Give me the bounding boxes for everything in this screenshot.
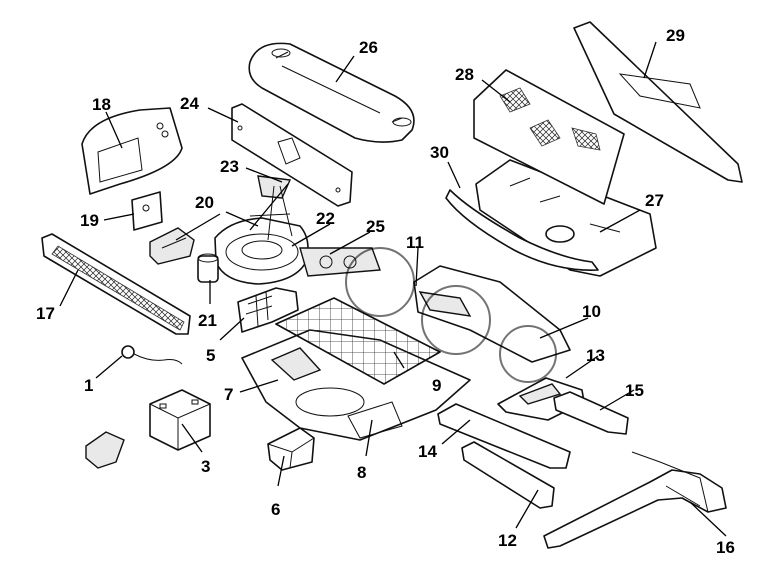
callout-18: 18 — [92, 95, 111, 114]
callout-28: 28 — [455, 65, 474, 84]
spare-wheel-tub — [214, 175, 309, 285]
callout-22: 22 — [316, 209, 335, 228]
cable-1 — [121, 345, 183, 365]
callout-1: 1 — [84, 376, 93, 395]
callout-7: 7 — [224, 385, 233, 404]
callout-29: 29 — [666, 26, 685, 45]
callout-14: 14 — [418, 442, 437, 461]
callout-labels: 26 29 28 18 24 30 23 20 19 22 25 27 11 1… — [36, 26, 735, 557]
callout-21: 21 — [198, 311, 217, 330]
rear-trim-panel — [231, 103, 353, 207]
callout-10: 10 — [582, 302, 601, 321]
callout-20: 20 — [195, 193, 214, 212]
lock-assembly — [299, 247, 381, 277]
callout-16: 16 — [716, 538, 735, 557]
luggage-divider — [473, 69, 625, 205]
access-cover — [131, 191, 163, 231]
callout-3: 3 — [201, 457, 210, 476]
callout-17: 17 — [36, 304, 55, 323]
callout-11: 11 — [406, 233, 424, 252]
rail-15 — [553, 391, 629, 435]
callout-27: 27 — [645, 191, 664, 210]
side-trim-panel — [81, 107, 183, 195]
bracket-5 — [237, 287, 299, 333]
callout-25: 25 — [366, 217, 385, 236]
callout-23: 23 — [220, 157, 239, 176]
cargo-net — [274, 297, 442, 385]
parcel-shelf-cover — [248, 42, 415, 143]
callout-5: 5 — [206, 346, 215, 365]
callout-26: 26 — [359, 38, 378, 57]
battery — [149, 389, 211, 451]
callout-19: 19 — [80, 211, 99, 230]
rail-12 — [461, 441, 555, 509]
callout-15: 15 — [625, 381, 644, 400]
floor-center-section — [413, 265, 571, 363]
callout-6: 6 — [271, 500, 280, 519]
callout-24: 24 — [180, 94, 199, 113]
frame-rail-16 — [543, 451, 727, 549]
weather-strip — [445, 189, 599, 271]
bracket-20 — [149, 227, 195, 265]
rear-cover-panel — [573, 21, 743, 183]
block-6 — [267, 427, 315, 471]
callout-12: 12 — [498, 531, 517, 550]
callout-9: 9 — [432, 376, 441, 395]
callout-13: 13 — [586, 346, 605, 365]
callout-8: 8 — [357, 463, 366, 482]
callout-30: 30 — [430, 143, 449, 162]
cylinder-21 — [197, 253, 219, 283]
leader-lines — [59, 41, 727, 537]
longitudinal-14 — [437, 403, 571, 469]
clamp-4 — [85, 431, 125, 469]
bumper-beam — [41, 233, 191, 335]
watermark — [345, 247, 557, 383]
